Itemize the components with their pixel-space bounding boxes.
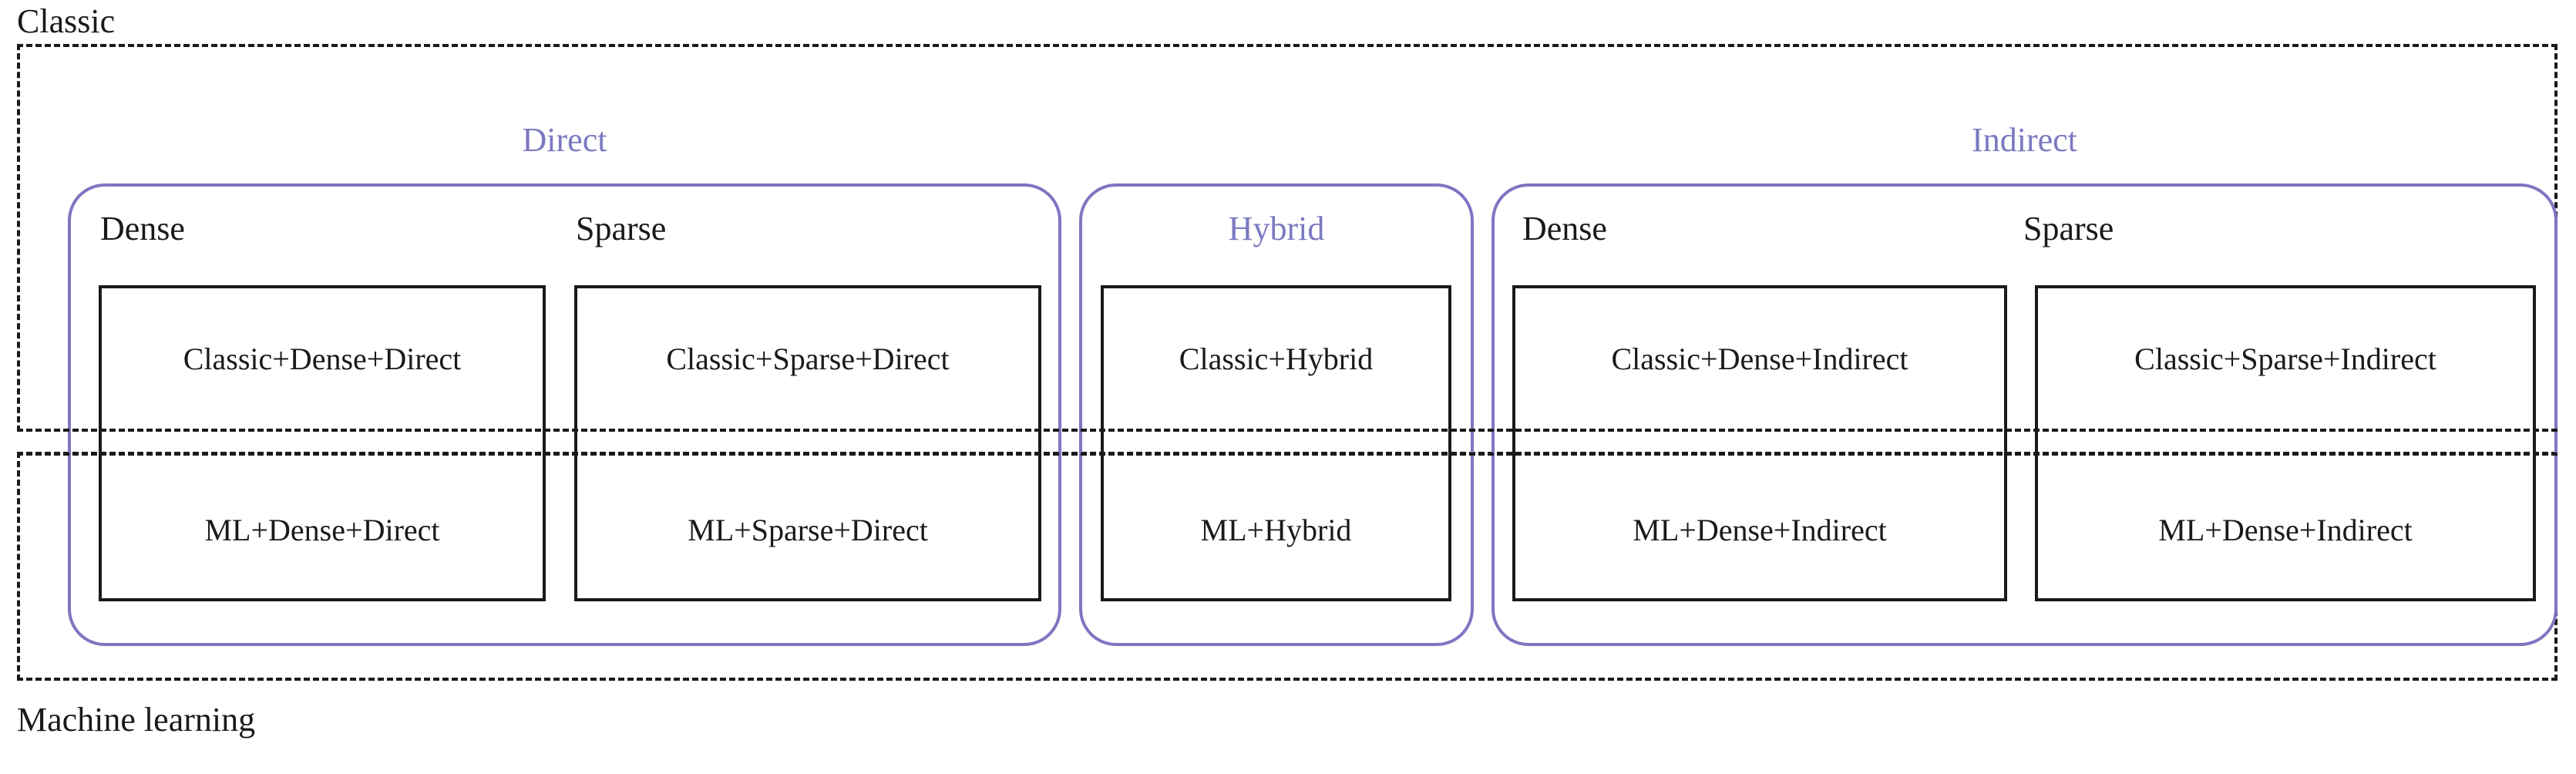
- column-heading-indirect-sparse: Sparse: [2023, 210, 2114, 247]
- row-label-machine-learning: Machine learning: [17, 701, 256, 739]
- column-heading-direct-sparse: Sparse: [576, 210, 667, 247]
- column-heading-direct-dense: Dense: [100, 210, 185, 247]
- group-direct: [68, 183, 1061, 646]
- cell-box-direct-sparse: [574, 285, 1041, 601]
- group-hybrid: [1079, 183, 1474, 646]
- column-heading-indirect-dense: Dense: [1522, 210, 1607, 247]
- group-indirect: [1491, 183, 2558, 646]
- separator-classic-bottom: [17, 429, 2558, 432]
- row-label-classic: Classic: [17, 2, 116, 40]
- cell-box-indirect-dense: [1512, 285, 2007, 601]
- heading-indirect: Indirect: [1972, 121, 2077, 159]
- cell-box-indirect-sparse: [2035, 285, 2536, 601]
- separator-ml-top: [17, 453, 2558, 456]
- heading-hybrid: Hybrid: [1228, 210, 1325, 247]
- heading-direct: Direct: [522, 121, 607, 159]
- cell-box-hybrid: [1101, 285, 1451, 601]
- cell-box-direct-dense: [99, 285, 546, 601]
